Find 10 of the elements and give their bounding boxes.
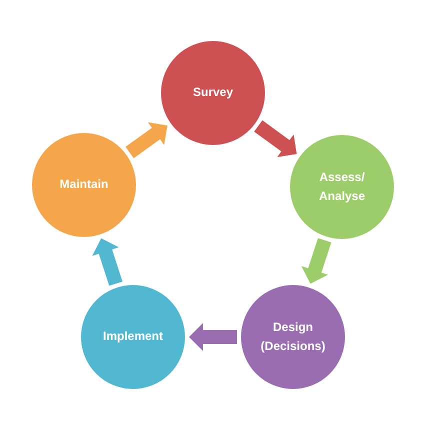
block-arrow [126, 122, 168, 158]
stage-label: Maintain [60, 176, 108, 194]
block-arrow [92, 238, 122, 286]
block-arrow [189, 323, 237, 351]
block-arrow [301, 238, 332, 284]
stage-label: Assess/ Analyse [318, 168, 366, 205]
block-arrow [254, 120, 297, 158]
stage-label: Survey [192, 84, 234, 102]
stage-label: Implement [102, 328, 163, 346]
stage-label: Design (Decisions) [260, 318, 326, 355]
